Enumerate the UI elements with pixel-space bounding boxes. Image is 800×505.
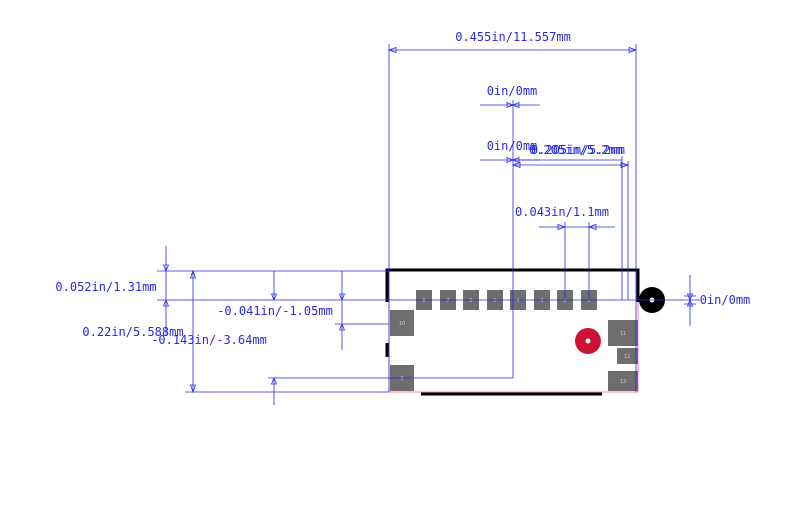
courtyard-outline — [388, 270, 639, 393]
pad-label-8: 8 — [422, 298, 425, 304]
dim-offset-top-b: 0in/0mm — [487, 139, 538, 153]
pad-label-2: 2 — [563, 298, 566, 304]
pin1-marker — [575, 328, 601, 354]
dim-neg-offset-a: -0.041in/-1.05mm — [217, 304, 333, 318]
pad-label-7: 7 — [446, 298, 449, 304]
dim-pad-span-b: 0.205in/5.2mm — [531, 143, 625, 157]
shield-pads: 9 10 11 12 13 — [390, 310, 638, 391]
pad-11 — [608, 320, 638, 346]
pad-label-11: 11 — [620, 331, 626, 337]
pad-label-4: 4 — [516, 298, 519, 304]
silkscreen-outline — [385, 268, 640, 396]
dim-left-offset: 0.052in/1.31mm — [55, 280, 156, 294]
pad-label-5: 5 — [493, 298, 496, 304]
dimension-labels: 0.455in/11.557mm 0in/0mm 0in/0mm 0.205in… — [55, 30, 750, 347]
pad-13 — [608, 371, 638, 391]
dim-origin-offset: 0in/0mm — [700, 293, 751, 307]
pad-label-12: 12 — [624, 354, 630, 360]
dim-offset-top-a: 0in/0mm — [487, 84, 538, 98]
pad-label-1: 1 — [587, 298, 590, 304]
dimension-lines — [157, 44, 700, 405]
dim-height: 0.22in/5.588mm — [82, 325, 183, 339]
pad-label-13: 13 — [620, 379, 626, 385]
pad-label-6: 6 — [469, 298, 472, 304]
dim-neg-offset-b: -0.143in/-3.64mm — [151, 333, 267, 347]
dim-pad-span-a: 0.205in/5.2mm — [529, 143, 623, 157]
pad-label-3: 3 — [540, 298, 543, 304]
dim-overall-width: 0.455in/11.557mm — [455, 30, 571, 44]
pad-10 — [390, 310, 414, 336]
pad-12 — [617, 348, 638, 364]
dim-pitch: 0.043in/1.1mm — [515, 205, 609, 219]
pad-label-10: 10 — [399, 321, 405, 327]
pad-label-9: 9 — [400, 376, 403, 382]
